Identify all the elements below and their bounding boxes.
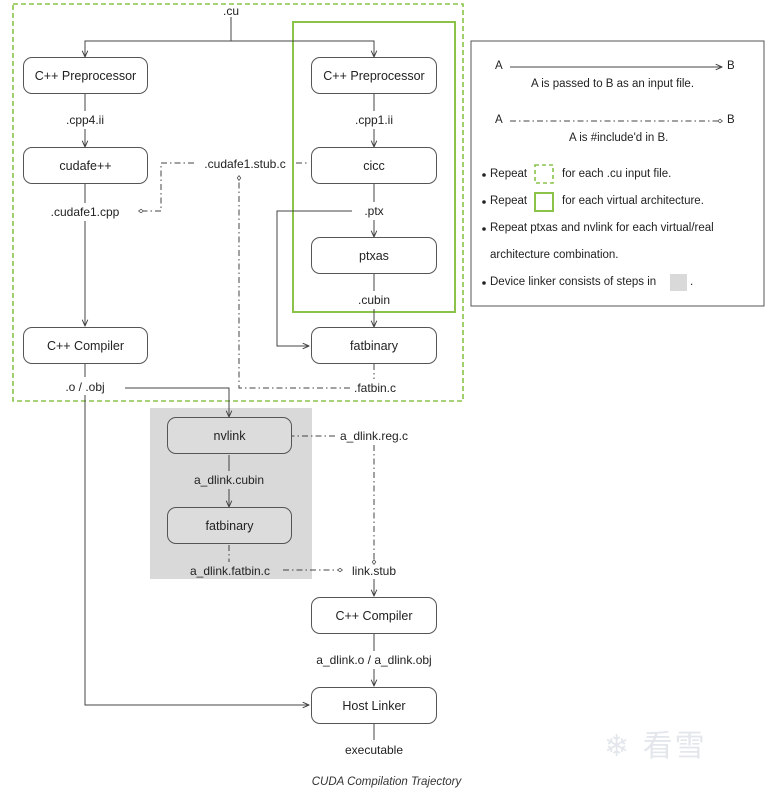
edge-oobj-hostlinker <box>84 395 309 705</box>
fatbinary-top-node: fatbinary <box>311 327 437 364</box>
label-a-dlink-o-obj: a_dlink.o / a_dlink.obj <box>316 653 432 667</box>
legend-repeat-virtual-prefix: Repeat <box>490 195 528 207</box>
legend-repeat-cu-suffix: for each .cu input file. <box>562 168 672 180</box>
legend-device-linker-suffix: . <box>690 276 694 288</box>
legend-box <box>470 40 765 307</box>
cpp-compiler-host-node: C++ Compiler <box>23 327 148 364</box>
figure-caption: CUDA Compilation Trajectory <box>311 776 462 788</box>
legend-solid-swatch <box>534 192 554 212</box>
legend-device-linker-prefix: Device linker consists of steps in <box>490 276 657 288</box>
include-fatbinc-stub <box>236 175 350 389</box>
legend-repeat-ptxas-line1: Repeat ptxas and nvlink for each virtual… <box>490 222 714 234</box>
label-o-obj: .o / .obj <box>65 380 105 394</box>
legend-bullet <box>482 200 486 204</box>
cu-repeat-region <box>12 3 464 402</box>
watermark-text: 看雪 <box>642 729 707 764</box>
ptxas-node: ptxas <box>311 237 437 274</box>
edge-ptx-fatbinary <box>276 210 352 346</box>
host-linker-node: Host Linker <box>311 687 437 724</box>
label-executable: executable <box>344 743 404 757</box>
legend-bullet <box>482 281 486 285</box>
legend-a-included: A <box>495 114 503 126</box>
watermark-logo: ❄ 看雪 <box>604 729 707 764</box>
fatbinary-bottom-node: fatbinary <box>167 507 292 544</box>
label-cpp1-ii: .cpp1.ii <box>354 113 394 127</box>
label-cpp4-ii: .cpp4.ii <box>65 113 105 127</box>
legend-repeat-ptxas-line2: architecture combination. <box>490 249 619 261</box>
edge-oobj-nvlink <box>125 387 229 417</box>
label-cu: .cu <box>222 4 240 18</box>
label-cudafe1-stub-c: .cudafe1.stub.c <box>204 157 286 171</box>
legend-gray-swatch <box>670 274 687 291</box>
legend-a-passed: A <box>495 60 503 72</box>
label-a-dlink-reg-c: a_dlink.reg.c <box>339 429 409 443</box>
legend-b-included: B <box>727 114 735 126</box>
label-cubin: .cubin <box>357 293 391 307</box>
legend-bullet <box>482 173 486 177</box>
legend-included-text: A is #include'd in B. <box>569 132 669 144</box>
legend-repeat-cu-prefix: Repeat <box>490 168 528 180</box>
legend-dashed-swatch <box>534 164 554 184</box>
cudafe-node: cudafe++ <box>23 147 148 184</box>
cicc-node: cicc <box>311 147 437 184</box>
label-ptx: .ptx <box>364 204 384 218</box>
label-a-dlink-fatbin-c: a_dlink.fatbin.c <box>189 564 271 578</box>
label-link-stub: link.stub <box>351 564 397 578</box>
legend-passed-text: A is passed to B as an input file. <box>531 78 695 90</box>
legend-bullet <box>482 227 486 231</box>
nvlink-node: nvlink <box>167 417 292 454</box>
cpp-preprocessor-left-node: C++ Preprocessor <box>23 57 148 94</box>
cpp-preprocessor-right-node: C++ Preprocessor <box>311 57 437 94</box>
edge-cu-split <box>84 17 232 57</box>
edge-cu-right <box>231 40 374 57</box>
cpp-compiler-dlink-node: C++ Compiler <box>311 597 437 634</box>
label-fatbin-c: .fatbin.c <box>353 381 397 395</box>
label-a-dlink-cubin: a_dlink.cubin <box>193 473 265 487</box>
label-cudafe1-cpp: .cudafe1.cpp <box>50 205 120 219</box>
include-stub-cudafe1cpp <box>138 162 194 214</box>
legend-repeat-virtual-suffix: for each virtual architecture. <box>562 195 704 207</box>
legend-b-passed: B <box>727 60 735 72</box>
